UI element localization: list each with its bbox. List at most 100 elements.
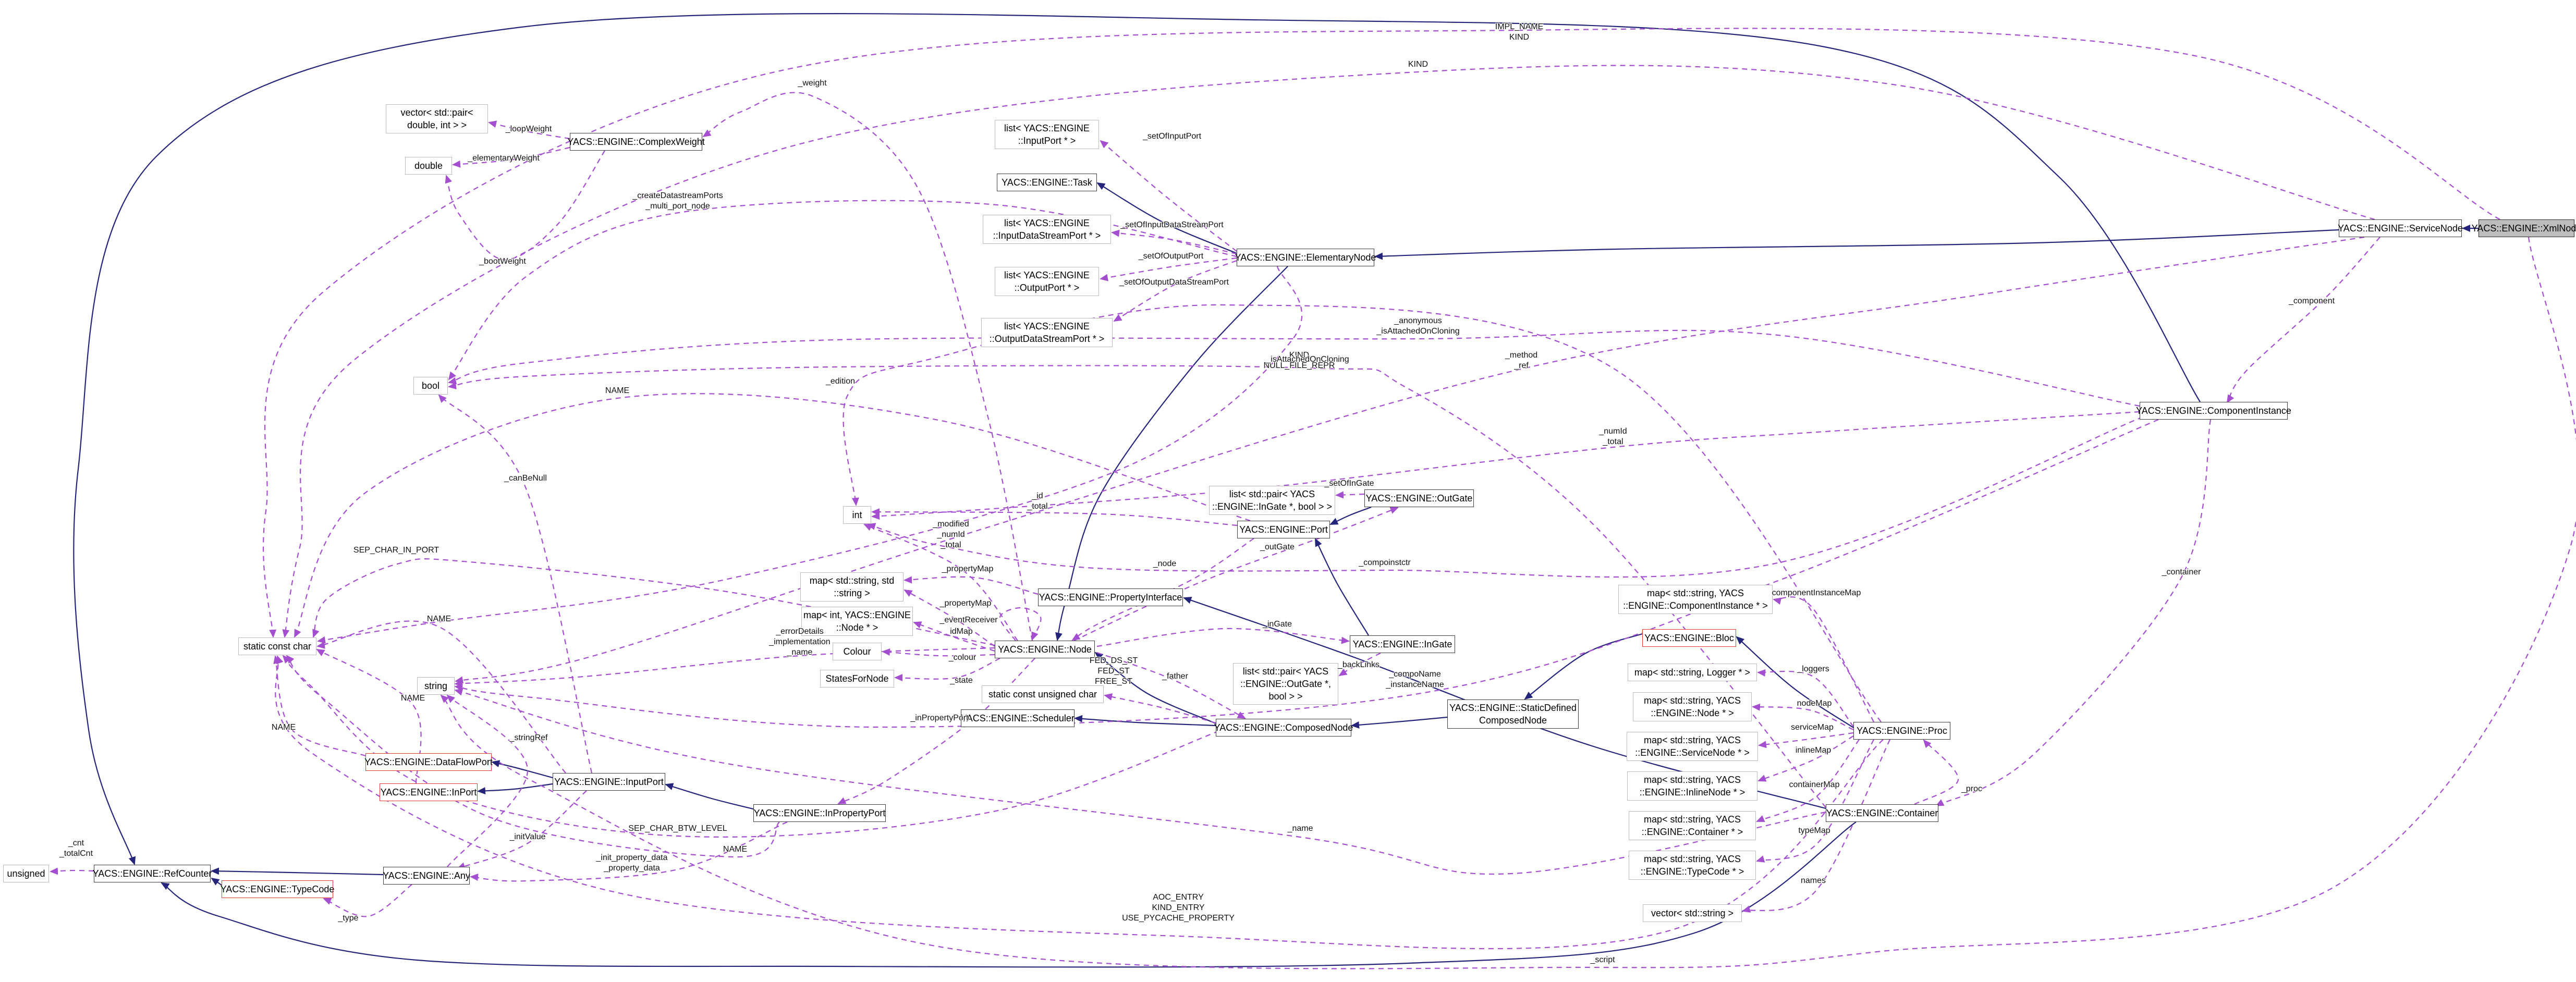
uses-xmlnode-script bbox=[440, 237, 2576, 969]
class-box-elementary-node[interactable]: YACS::ENGINE::ElementaryNode bbox=[1235, 249, 1376, 266]
edge-label-node-member: _node bbox=[1153, 559, 1177, 568]
class-box-any[interactable]: YACS::ENGINE::Any bbox=[383, 867, 470, 885]
class-box-scheduler[interactable]: YACS::ENGINE::Scheduler bbox=[961, 709, 1075, 727]
uses-componentinstance-container bbox=[1935, 419, 2212, 806]
edge-label-aoc-kind-entries: AOC_ENTRY KIND_ENTRY USE_PYCACHE_PROPERT… bbox=[1122, 893, 1235, 923]
class-box-list-outputport: list< YACS::ENGINE ::OutputPort * > bbox=[995, 267, 1099, 296]
edge-label-in-property-port: _inPropertyPort bbox=[910, 714, 969, 722]
class-box-component-instance[interactable]: YACS::ENGINE::ComponentInstance bbox=[2136, 402, 2291, 420]
class-box-static-defined-composed-node[interactable]: YACS::ENGINE::StaticDefined ComposedNode bbox=[1447, 699, 1579, 729]
class-box-task[interactable]: YACS::ENGINE::Task bbox=[997, 174, 1097, 191]
uses-node-propertymap bbox=[904, 590, 995, 647]
class-box-static-const-unsigned-char: static const unsigned char bbox=[982, 685, 1104, 703]
inherit-elementarynode-task bbox=[1096, 182, 1237, 254]
class-box-map-service-node: map< std::string, YACS ::ENGINE::Service… bbox=[1627, 732, 1758, 761]
edge-label-back-links: _backLinks bbox=[1337, 660, 1380, 669]
class-box-outgate[interactable]: YACS::ENGINE::OutGate bbox=[1364, 489, 1474, 507]
class-box-container[interactable]: YACS::ENGINE::Container bbox=[1826, 804, 1938, 822]
class-box-map-component-instance: map< std::string, YACS ::ENGINE::Compone… bbox=[1618, 585, 1773, 614]
edge-label-proc-member: _proc bbox=[1961, 784, 1983, 793]
class-box-proc[interactable]: YACS::ENGINE::Proc bbox=[1853, 722, 1950, 740]
edge-label-names: names bbox=[1800, 876, 1826, 885]
class-box-ref-counter[interactable]: YACS::ENGINE::RefCounter bbox=[93, 865, 212, 882]
uses-inputport-name bbox=[316, 620, 566, 774]
inherit-inputport-dataflowport bbox=[491, 760, 553, 779]
class-box-port[interactable]: YACS::ENGINE::Port bbox=[1237, 521, 1330, 538]
uses-complexweight-elementaryweight bbox=[452, 146, 570, 168]
inherit-proc-bloc bbox=[1736, 636, 1854, 728]
inherit-typecode-refcounter bbox=[211, 877, 222, 886]
edge-label-name-in-port: NAME bbox=[400, 694, 425, 703]
class-box-property-interface[interactable]: YACS::ENGINE::PropertyInterface bbox=[1038, 588, 1183, 606]
edge-label-colour: _colour bbox=[948, 653, 976, 662]
uses-port-int bbox=[871, 508, 1238, 526]
class-box-ingate[interactable]: YACS::ENGINE::InGate bbox=[1350, 635, 1455, 653]
edge-label-sep-char-in-port: SEP_CHAR_IN_PORT bbox=[353, 546, 439, 555]
edge-label-isattached-on-cloning: _isAttachedOnCloning bbox=[1266, 355, 1349, 364]
uses-node-eventreceiver-self bbox=[999, 607, 1042, 641]
class-box-input-port[interactable]: YACS::ENGINE::InputPort bbox=[553, 773, 665, 791]
inherit-ingate-port bbox=[1315, 538, 1369, 636]
edge-label-impl-name-kind: IMPL_NAME KIND bbox=[1495, 22, 1544, 42]
edge-label-anonymous-isattached: _anonymous _isAttachedOnCloning bbox=[1376, 316, 1460, 336]
uses-node-inpropertyport bbox=[837, 658, 1035, 804]
class-box-service-node[interactable]: YACS::ENGINE::ServiceNode bbox=[2338, 219, 2463, 237]
uses-node-father bbox=[1096, 652, 1246, 719]
uses-componentinstance-int-2 bbox=[867, 416, 2143, 578]
edge-label-elementary-weight: _elementaryWeight bbox=[468, 154, 540, 163]
edge-label-name-input-port: NAME bbox=[426, 615, 451, 623]
uses-proc-names bbox=[1742, 739, 1890, 913]
uses-node-outgate bbox=[1073, 507, 1399, 641]
edge-label-id-map: idMap bbox=[950, 627, 973, 636]
edge-label-set-of-input-port: _setOfInputPort bbox=[1142, 132, 1202, 141]
uses-inpropertyport-name bbox=[286, 655, 780, 858]
edge-label-numid-total: _numId _total bbox=[1599, 427, 1627, 446]
class-box-composed-node[interactable]: YACS::ENGINE::ComposedNode bbox=[1214, 719, 1353, 736]
edge-label-type-member: _type bbox=[338, 914, 359, 923]
inherit-outgate-port bbox=[1329, 506, 1372, 525]
class-box-node[interactable]: YACS::ENGINE::Node bbox=[995, 641, 1095, 658]
uses-propertyinterface-propertymap bbox=[904, 576, 1039, 595]
uses-servicenode-string bbox=[455, 236, 2365, 684]
edge-label-method-ref: _method _ref bbox=[1505, 351, 1538, 370]
class-box-map-string-string: map< std::string, std ::string > bbox=[800, 572, 904, 602]
class-box-map-typecode: map< std::string, YACS ::ENGINE::TypeCod… bbox=[1629, 851, 1756, 880]
uses-port-node bbox=[1071, 538, 1254, 641]
edge-label-in-gate: _inGate bbox=[1262, 620, 1292, 629]
class-box-bloc[interactable]: YACS::ENGINE::Bloc bbox=[1642, 629, 1736, 647]
edge-label-set-of-in-gate: _setOfInGate bbox=[1324, 479, 1374, 488]
uses-composednode-scuc bbox=[1104, 693, 1216, 724]
class-box-dataflow-port[interactable]: YACS::ENGINE::DataFlowPort bbox=[364, 753, 493, 771]
edge-label-loop-weight: _loopWeight bbox=[505, 125, 552, 133]
edge-label-modified-numid-total: _modified _numId _total bbox=[933, 520, 969, 549]
edge-label-init-value: _initValue bbox=[509, 832, 546, 841]
class-box-double: double bbox=[405, 157, 452, 175]
class-box-colour: Colour bbox=[833, 643, 882, 660]
uses-inputport-bool bbox=[438, 394, 593, 774]
edge-label-container-map: containerMap bbox=[1789, 780, 1840, 789]
inherit-container-refcounter bbox=[161, 821, 1857, 968]
class-box-in-port[interactable]: YACS::ENGINE::InPort bbox=[380, 783, 478, 801]
edge-label-sep-char-btw-level: SEP_CHAR_BTW_LEVEL bbox=[628, 824, 727, 833]
class-box-bool: bool bbox=[413, 377, 448, 395]
class-box-typecode[interactable]: YACS::ENGINE::TypeCode bbox=[221, 880, 334, 898]
uses-dataflowport-name bbox=[273, 655, 366, 757]
class-box-in-property-port[interactable]: YACS::ENGINE::InPropertyPort bbox=[753, 804, 886, 822]
uses-ingate-backlinks bbox=[1338, 653, 1381, 677]
class-box-list-ingate-bool: list< std::pair< YACS ::ENGINE::InGate *… bbox=[1209, 486, 1335, 515]
class-box-complex-weight[interactable]: YACS::ENGINE::ComplexWeight bbox=[567, 133, 705, 151]
edge-label-name-in-property-port: NAME bbox=[723, 845, 748, 854]
edge-label-event-receiver: _eventReceiver bbox=[939, 616, 998, 624]
edge-label-string-ref: _stringRef bbox=[509, 733, 548, 742]
uses-proc-loggers bbox=[1757, 669, 1854, 727]
edge-label-out-gate: _outGate bbox=[1260, 543, 1295, 551]
class-box-list-inputport: list< YACS::ENGINE ::InputPort * > bbox=[995, 120, 1099, 149]
edge-label-father: _father bbox=[1162, 672, 1188, 681]
edge-label-property-map-interface: _propertyMap bbox=[942, 564, 994, 573]
uses-composednode-sepcharbtwlevel bbox=[282, 655, 1228, 838]
uses-node-ingate bbox=[1096, 628, 1350, 647]
edge-label-name-container: _name bbox=[1287, 824, 1313, 833]
uses-refcounter-unsigned bbox=[50, 867, 94, 875]
edge-label-component: _component bbox=[2288, 297, 2335, 305]
